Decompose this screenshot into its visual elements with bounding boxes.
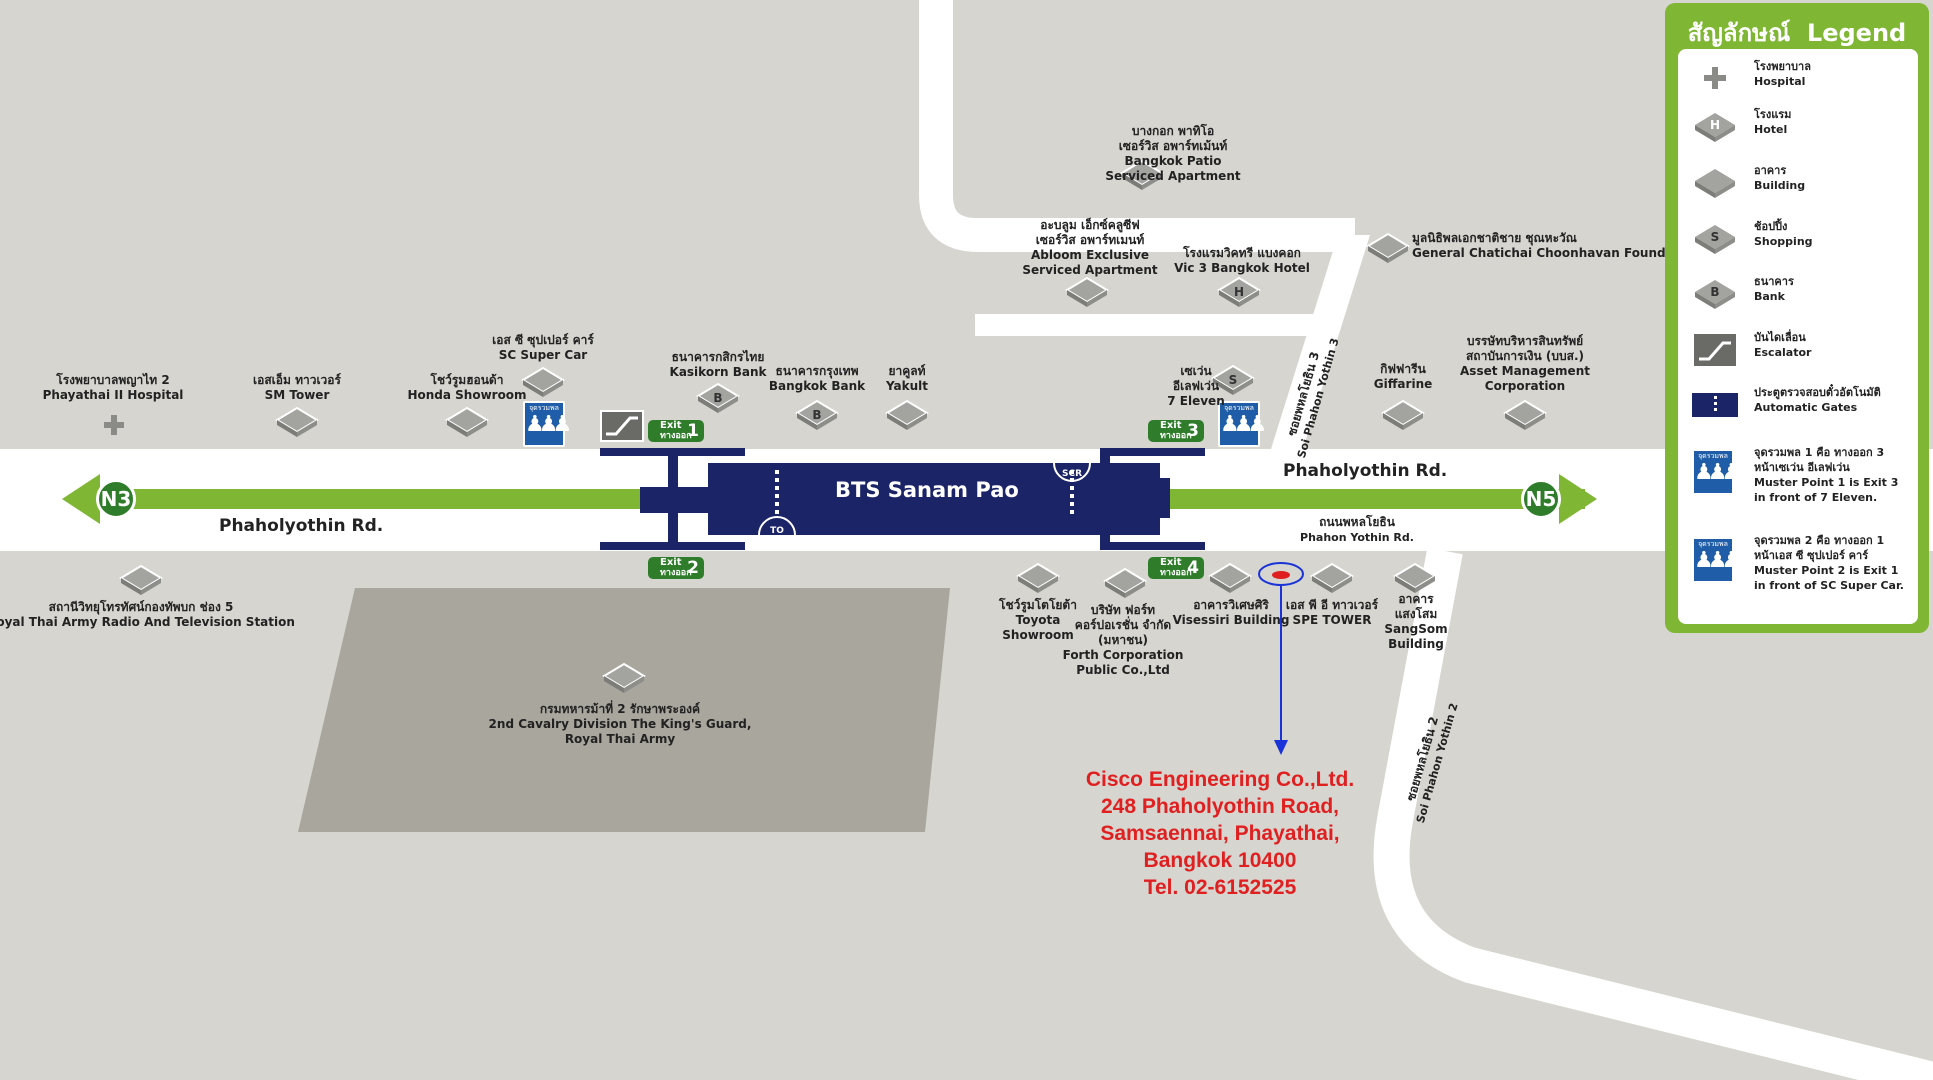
hospital-icon	[1704, 67, 1726, 89]
destination-address: Cisco Engineering Co.,Ltd. 248 Phaholyot…	[1085, 768, 1355, 899]
building-icon	[1367, 233, 1409, 264]
svg-text:B: B	[713, 391, 722, 405]
building-icon	[276, 407, 318, 438]
legend-item-automatic-gates: ประตูตรวจสอบตั๋วอัตโนมัติAutomatic Gates	[1678, 385, 1918, 425]
building-icon	[886, 400, 928, 431]
place-spe-tower: เอส พี อี ทาวเวอร์SPE TOWER	[1285, 598, 1379, 627]
automatic-gates-icon	[775, 470, 1074, 514]
muster-point-2-icon: จุดรวมพล♟♟♟	[523, 401, 572, 447]
muster-point-icon: จุดรวมพล♟♟♟	[1692, 537, 1741, 583]
hospital-icon	[104, 415, 124, 435]
svg-text:TO: TO	[770, 526, 784, 536]
soi-phahon-yothin-3	[1271, 235, 1370, 449]
building-icon	[522, 367, 564, 398]
place-abloom-exclusive: อะบลูม เอ็กซ์คลูซีฟเซอร์วิส อพาร์ทเมนท์ …	[1022, 218, 1158, 277]
north-road	[919, 0, 1355, 252]
road-label-phaholyothin-right: Phaholyothin Rd.	[1283, 461, 1448, 481]
building-icon	[1504, 400, 1546, 431]
svg-text:S: S	[1711, 230, 1720, 244]
place-sc-super-car: เอส ซี ซุปเปอร์ คาร์SC Super Car	[492, 333, 594, 362]
place-yakult: ยาคูลท์Yakult	[885, 364, 929, 393]
destination-marker-icon	[1258, 562, 1304, 586]
place-sm-tower: เอสเอ็ม ทาวเวอร์SM Tower	[253, 373, 341, 402]
route-arrow-head-icon	[1274, 740, 1288, 755]
automatic-gates-icon	[1692, 393, 1738, 417]
rail-arrow-right	[1559, 474, 1597, 524]
building-icon	[446, 407, 488, 438]
side-street	[975, 314, 1315, 336]
bank-icon: B	[1695, 280, 1735, 309]
hotel-icon: H	[1695, 113, 1735, 142]
place-visessiri-building: อาคารวิเศษศิริVisessiri Building	[1172, 598, 1290, 627]
army-compound-area	[298, 588, 950, 832]
svg-text:B: B	[1710, 285, 1719, 299]
building-icon	[1066, 277, 1108, 308]
building-icon	[120, 565, 162, 596]
rail-arrow-left	[62, 474, 100, 524]
escalator-icon	[1694, 334, 1736, 366]
svg-text:H: H	[1710, 118, 1720, 132]
legend-title: สัญลักษณ์ Legend	[1687, 19, 1907, 47]
place-2nd-cavalry-division: กรมทหารม้าที่ 2 รักษาพระองค์2nd Cavalry …	[488, 702, 752, 746]
service-counter-icon	[1053, 462, 1091, 482]
svg-text:SCR: SCR	[1062, 469, 1082, 479]
bts-station: TO SCR	[600, 448, 1205, 550]
road-label-phaholyothin-left: Phaholyothin Rd.	[219, 516, 384, 536]
muster-point-icon: จุดรวมพล♟♟♟	[1692, 449, 1741, 495]
place-bangkok-patio: บางกอก พาทิโอเซอร์วิส อพาร์ทเม้นท์ Bangk…	[1105, 124, 1241, 183]
building-icon	[1017, 563, 1059, 594]
building-icon	[1209, 563, 1251, 594]
destination-dot	[1272, 571, 1290, 579]
building-icon	[1382, 400, 1424, 431]
escalator-icon	[600, 410, 644, 442]
station-code-n3: N3	[96, 479, 136, 519]
soi-phahon-yothin-2	[1373, 547, 1933, 1080]
shopping-icon: S	[1695, 225, 1735, 254]
road-label-phahon-yothin: ถนนพหลโยธิน Phahon Yothin Rd.	[1300, 515, 1414, 544]
building-icon	[1104, 568, 1146, 599]
station-code-n5: N5	[1521, 479, 1561, 519]
muster-point-1-icon: จุดรวมพล♟♟♟	[1218, 401, 1267, 447]
svg-text:B: B	[812, 408, 821, 422]
building-icon	[1311, 563, 1353, 594]
ticket-office-icon	[758, 516, 796, 536]
svg-text:S: S	[1229, 373, 1238, 387]
svg-text:H: H	[1234, 285, 1244, 299]
place-asset-management: บรรษัทบริหารสินทรัพย์สถาบันการเงิน (บบส.…	[1460, 334, 1590, 393]
place-forth-corporation: บริษัท ฟอร์ทคอร์ปอเรชั่น จำกัด(มหาชน) Fo…	[1062, 603, 1184, 677]
building-icon	[1695, 169, 1735, 198]
